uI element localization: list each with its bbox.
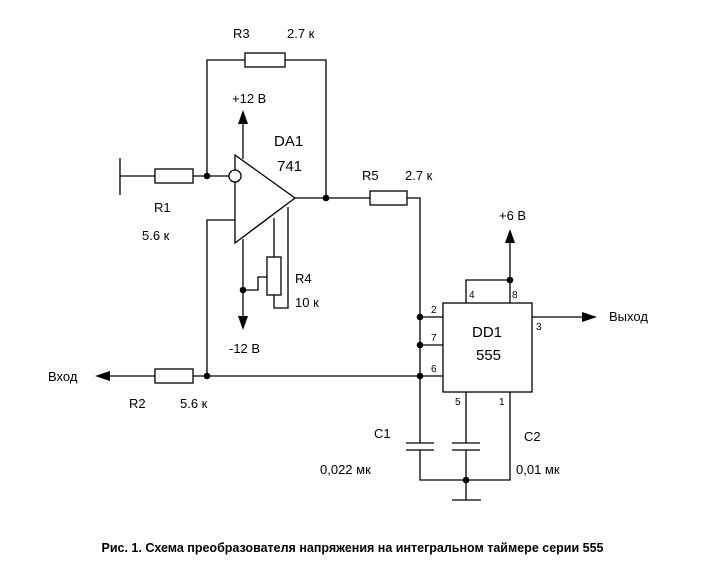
r4-value: 10 к <box>295 295 319 310</box>
pin-1: 1 <box>499 397 505 408</box>
r4-label: R4 <box>295 271 312 286</box>
c1-value: 0,022 мк <box>320 462 371 477</box>
resistor-r1 <box>154 168 194 184</box>
c1-label: C1 <box>374 426 391 441</box>
dd1-type: 555 <box>476 347 501 364</box>
r3-value: 2.7 к <box>287 26 315 41</box>
pos12-label: +12 В <box>232 91 266 106</box>
pin-4: 4 <box>469 290 475 301</box>
pin-6: 6 <box>431 364 437 375</box>
pin-7: 7 <box>431 333 437 344</box>
arrow-up-12v-icon <box>238 110 248 124</box>
pin-5: 5 <box>455 397 461 408</box>
inverting-input-circle <box>228 169 242 183</box>
arrow-down-minus12v-icon <box>238 316 248 330</box>
r2-value: 5.6 к <box>180 396 208 411</box>
resistor-r2 <box>154 368 194 384</box>
arrow-output-icon <box>582 312 597 322</box>
figure-caption: Рис. 1. Схема преобразователя напряжения… <box>101 541 604 555</box>
c2-label: C2 <box>524 429 541 444</box>
arrow-up-6v-icon <box>505 229 515 243</box>
pin-2: 2 <box>431 305 437 316</box>
dd1-label: DD1 <box>472 324 502 341</box>
resistor-r3 <box>244 52 286 68</box>
r1-value: 5.6 к <box>142 228 170 243</box>
junctions <box>203 172 514 484</box>
r3-label: R3 <box>233 26 250 41</box>
input-label: Вход <box>48 369 78 384</box>
r5-value: 2.7 к <box>405 168 433 183</box>
potentiometer-r4 <box>266 256 282 296</box>
pin-3: 3 <box>536 322 542 333</box>
neg12-label: -12 В <box>229 341 260 356</box>
r5-label: R5 <box>362 168 379 183</box>
pos6-label: +6 В <box>499 208 526 223</box>
output-label: Выход <box>609 309 648 324</box>
resistor-r5 <box>369 190 408 206</box>
r1-label: R1 <box>154 200 171 215</box>
arrow-input-icon <box>95 371 110 381</box>
c2-value: 0,01 мк <box>516 462 560 477</box>
da1-label: DA1 <box>274 133 303 150</box>
da1-type: 741 <box>277 158 302 175</box>
pin-8: 8 <box>512 290 518 301</box>
wires <box>100 59 585 501</box>
opamp-da1 <box>234 153 297 245</box>
timer-dd1 <box>442 302 533 393</box>
r2-label: R2 <box>129 396 146 411</box>
